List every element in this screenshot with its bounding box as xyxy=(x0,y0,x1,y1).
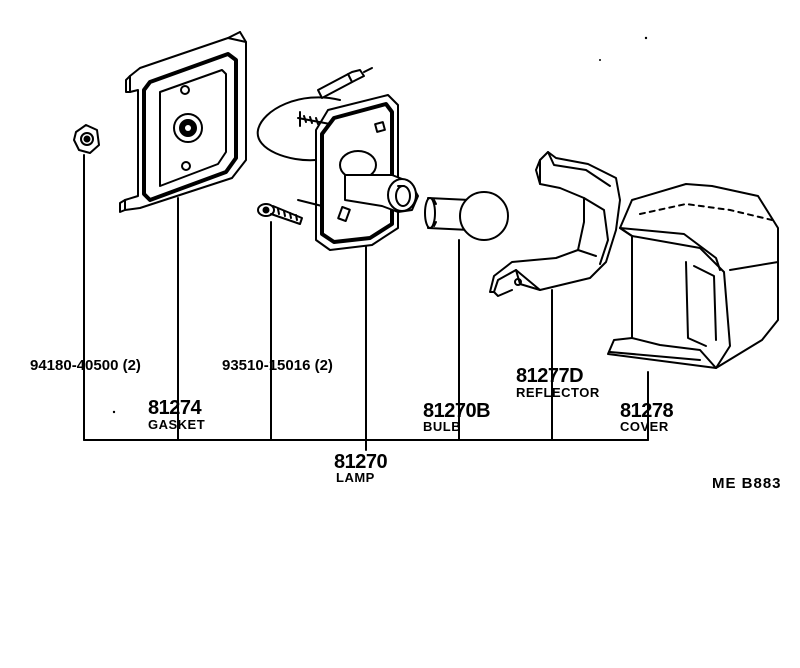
reflector-part-name: REFLECTOR xyxy=(516,385,600,400)
gasket-part-number: 81274 xyxy=(148,397,202,419)
cover-part xyxy=(607,183,779,369)
cover-part-number: 81278 xyxy=(620,400,674,422)
screw-part-number: 93510-15016 (2) xyxy=(222,357,333,374)
bulb-part xyxy=(424,191,509,241)
reflector-part xyxy=(489,151,621,297)
screw-part xyxy=(257,203,303,225)
lamp-socket-part xyxy=(256,67,419,251)
cover-part-name: COVER xyxy=(620,419,669,434)
bulb-part-name: BULB xyxy=(423,419,462,434)
gasket-part xyxy=(119,31,247,213)
nut-part xyxy=(73,124,100,154)
diagram-code: ME B883 xyxy=(712,475,782,492)
leader-lines xyxy=(83,154,649,451)
lamp-part-number: 81270 xyxy=(334,451,388,473)
gasket-part-name: GASKET xyxy=(148,417,206,432)
nut-part-number: 94180-40500 (2) xyxy=(30,357,141,374)
reflector-part-number: 81277D xyxy=(516,365,584,387)
lamp-part-name: LAMP xyxy=(336,470,375,485)
bulb-part-number: 81270B xyxy=(423,400,491,422)
